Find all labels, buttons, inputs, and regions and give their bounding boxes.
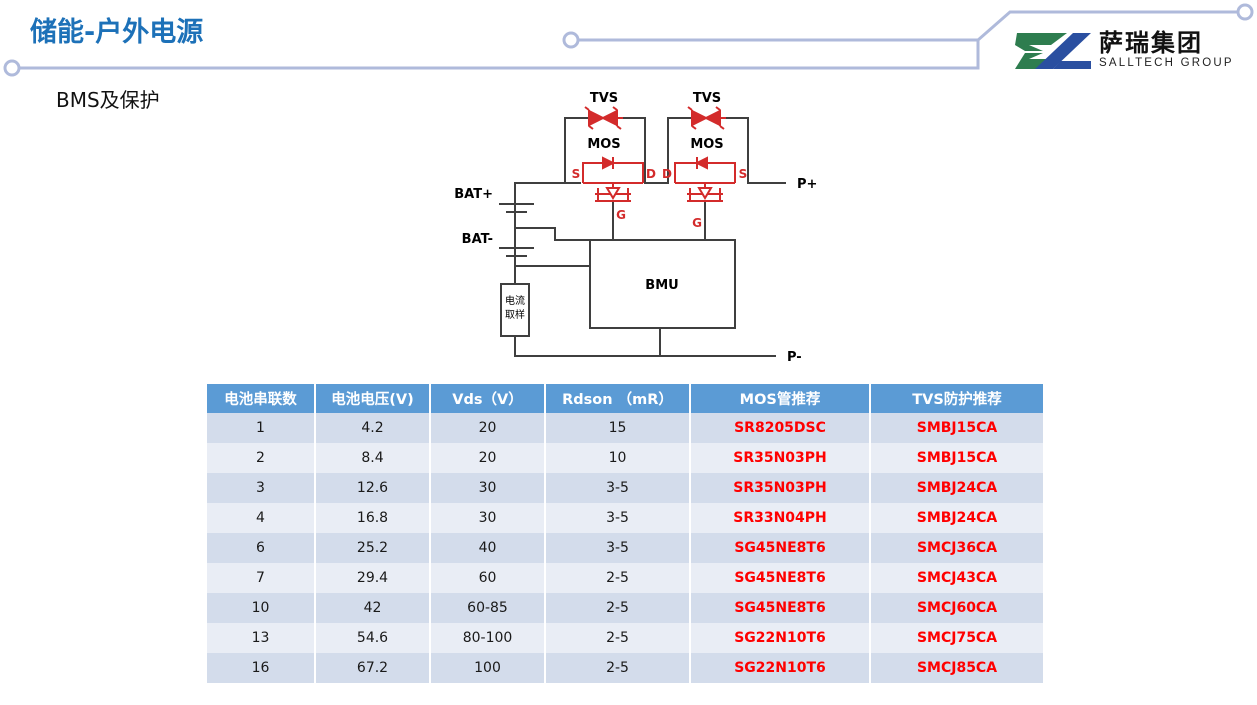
deco-circle-mid bbox=[562, 31, 580, 49]
cell-mos-part: SG45NE8T6 bbox=[690, 563, 871, 593]
cell-tvs-part: SMBJ24CA bbox=[870, 503, 1043, 533]
label-tvs-right: TVS bbox=[693, 91, 721, 106]
cell-vds: 20 bbox=[430, 443, 546, 473]
header-decoration-line bbox=[3, 3, 1254, 77]
cell-vds: 20 bbox=[430, 413, 546, 443]
cell-voltage: 67.2 bbox=[315, 653, 431, 683]
cell-voltage: 16.8 bbox=[315, 503, 431, 533]
cell-tvs-part: SMCJ36CA bbox=[870, 533, 1043, 563]
cell-tvs-part: SMBJ24CA bbox=[870, 473, 1043, 503]
label-g-left: G bbox=[616, 208, 626, 222]
cell-mos-part: SG45NE8T6 bbox=[690, 593, 871, 623]
label-d-left: D bbox=[646, 167, 656, 181]
cell-series: 16 bbox=[207, 653, 316, 683]
cell-rdson: 3-5 bbox=[545, 533, 691, 563]
label-bat-minus: BAT- bbox=[462, 232, 493, 247]
cell-rdson: 2-5 bbox=[545, 593, 691, 623]
cell-series: 1 bbox=[207, 413, 316, 443]
cell-voltage: 54.6 bbox=[315, 623, 431, 653]
cell-rdson: 3-5 bbox=[545, 503, 691, 533]
cell-vds: 60 bbox=[430, 563, 546, 593]
cell-voltage: 25.2 bbox=[315, 533, 431, 563]
label-g-right: G bbox=[692, 216, 702, 230]
cell-series: 10 bbox=[207, 593, 316, 623]
cell-mos-part: SG45NE8T6 bbox=[690, 533, 871, 563]
label-bmu: BMU bbox=[645, 278, 678, 293]
cell-mos-part: SR33N04PH bbox=[690, 503, 871, 533]
cell-series: 2 bbox=[207, 443, 316, 473]
label-p-minus: P- bbox=[787, 350, 802, 365]
cell-series: 6 bbox=[207, 533, 316, 563]
cell-voltage: 4.2 bbox=[315, 413, 431, 443]
col-header-rdson: Rdson （mR） bbox=[545, 384, 691, 413]
cell-mos-part: SR35N03PH bbox=[690, 473, 871, 503]
label-current-sample-line1: 电流 bbox=[505, 294, 525, 307]
cell-vds: 60-85 bbox=[430, 593, 546, 623]
label-d-right: D bbox=[662, 167, 672, 181]
cell-rdson: 2-5 bbox=[545, 653, 691, 683]
cell-voltage: 42 bbox=[315, 593, 431, 623]
cell-tvs-part: SMBJ15CA bbox=[870, 413, 1043, 443]
cell-rdson: 15 bbox=[545, 413, 691, 443]
section-subtitle: BMS及保护 bbox=[56, 88, 160, 112]
cell-tvs-part: SMCJ75CA bbox=[870, 623, 1043, 653]
label-tvs-left: TVS bbox=[590, 91, 618, 106]
table-header-row: 电池串联数 电池电压(V) Vds（V） Rdson （mR） MOS管推荐 T… bbox=[207, 384, 1043, 413]
cell-rdson: 3-5 bbox=[545, 473, 691, 503]
label-mos-right: MOS bbox=[690, 137, 723, 152]
logo-english-name: SALLTECH GROUP bbox=[1099, 57, 1234, 70]
deco-circle-right bbox=[1236, 3, 1254, 21]
mos-tvs-spec-table: 电池串联数 电池电压(V) Vds（V） Rdson （mR） MOS管推荐 T… bbox=[207, 384, 1043, 683]
col-header-voltage: 电池电压(V) bbox=[315, 384, 431, 413]
cell-mos-part: SG22N10T6 bbox=[690, 623, 871, 653]
company-logo: 萨瑞集团 SALLTECH GROUP bbox=[1013, 22, 1253, 80]
cell-series: 13 bbox=[207, 623, 316, 653]
cell-mos-part: SG22N10T6 bbox=[690, 653, 871, 683]
cell-tvs-part: SMBJ15CA bbox=[870, 443, 1043, 473]
label-mos-left: MOS bbox=[587, 137, 620, 152]
cell-tvs-part: SMCJ60CA bbox=[870, 593, 1043, 623]
bms-circuit-diagram: TVS TVS MOS MOS S D G D S G BAT+ BAT- P+… bbox=[455, 91, 817, 365]
cell-mos-part: SR35N03PH bbox=[690, 443, 871, 473]
col-header-vds: Vds（V） bbox=[430, 384, 546, 413]
cell-voltage: 29.4 bbox=[315, 563, 431, 593]
logo-chinese-name: 萨瑞集团 bbox=[1099, 29, 1203, 57]
col-header-tvs: TVS防护推荐 bbox=[870, 384, 1043, 413]
cell-mos-part: SR8205DSC bbox=[690, 413, 871, 443]
cell-voltage: 12.6 bbox=[315, 473, 431, 503]
cell-vds: 30 bbox=[430, 503, 546, 533]
cell-voltage: 8.4 bbox=[315, 443, 431, 473]
cell-vds: 30 bbox=[430, 473, 546, 503]
cell-tvs-part: SMCJ43CA bbox=[870, 563, 1043, 593]
cell-tvs-part: SMCJ85CA bbox=[870, 653, 1043, 683]
label-p-plus: P+ bbox=[797, 177, 817, 192]
label-s-right: S bbox=[739, 167, 748, 181]
cell-rdson: 2-5 bbox=[545, 563, 691, 593]
cell-vds: 100 bbox=[430, 653, 546, 683]
page-title: 储能-户外电源 bbox=[30, 17, 204, 48]
label-bat-plus: BAT+ bbox=[455, 187, 493, 202]
cell-vds: 40 bbox=[430, 533, 546, 563]
cell-series: 4 bbox=[207, 503, 316, 533]
cell-rdson: 10 bbox=[545, 443, 691, 473]
col-header-series: 电池串联数 bbox=[207, 384, 316, 413]
col-header-mos: MOS管推荐 bbox=[690, 384, 871, 413]
label-current-sample-line2: 取样 bbox=[505, 308, 525, 321]
cell-vds: 80-100 bbox=[430, 623, 546, 653]
cell-series: 7 bbox=[207, 563, 316, 593]
deco-circle-left bbox=[3, 59, 21, 77]
salltech-logo-mark bbox=[1015, 33, 1091, 69]
cell-series: 3 bbox=[207, 473, 316, 503]
cell-rdson: 2-5 bbox=[545, 623, 691, 653]
label-s-left: S bbox=[572, 167, 581, 181]
